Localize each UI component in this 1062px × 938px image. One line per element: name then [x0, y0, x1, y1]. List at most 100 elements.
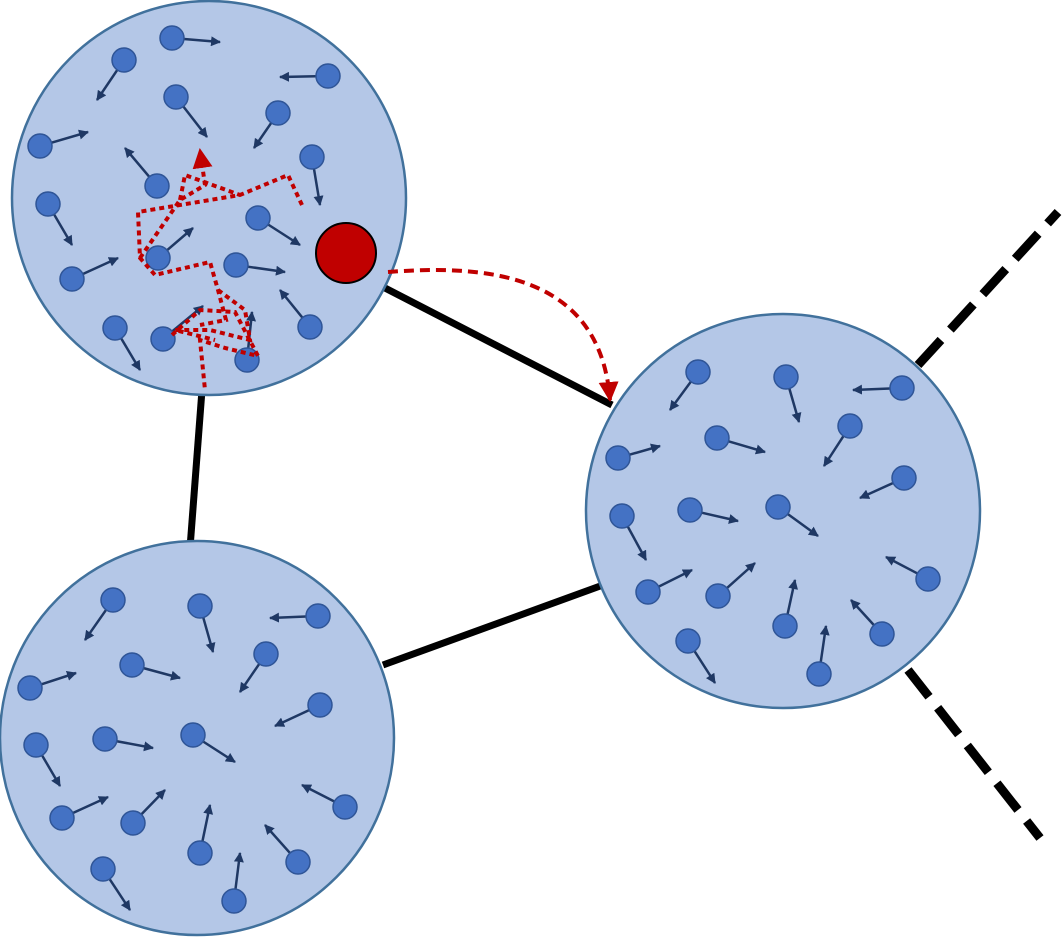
particle: [245, 205, 301, 247]
velocity-arrow-icon: [786, 513, 819, 538]
particle-icon: [159, 25, 185, 51]
velocity-arrow-icon: [885, 555, 918, 575]
particle: [92, 726, 154, 752]
velocity-arrow-icon: [301, 783, 335, 803]
particle: [238, 641, 279, 693]
particle-icon: [180, 722, 206, 748]
particle-icon: [150, 326, 176, 352]
particle: [675, 628, 717, 684]
velocity-arrow-icon: [274, 708, 310, 728]
particle-icon: [245, 205, 271, 231]
tracer-path-lower-loop: [174, 288, 253, 343]
particle: [850, 599, 895, 647]
velocity-arrow-icon: [51, 129, 89, 144]
particle: [35, 191, 74, 246]
particle: [605, 443, 661, 471]
velocity-arrow-icon: [201, 804, 214, 842]
particle-icon: [772, 613, 798, 639]
velocity-arrow-icon: [52, 213, 74, 246]
particle: [252, 100, 291, 149]
velocity-arrow-icon: [279, 289, 304, 319]
velocity-arrow-icon: [693, 650, 717, 684]
particle: [23, 732, 62, 787]
velocity-arrow-icon: [668, 380, 692, 411]
particle-icon: [223, 252, 249, 278]
velocity-arrow-icon: [247, 265, 286, 276]
particle: [119, 652, 181, 681]
edge-right-dashed-lower: [904, 667, 1044, 841]
particle-icon: [773, 364, 799, 390]
particle-icon: [59, 266, 85, 292]
particle-icon: [806, 661, 832, 687]
velocity-arrow-icon: [658, 568, 693, 588]
cluster-top-left: [10, 0, 408, 397]
particle-icon: [765, 494, 791, 520]
velocity-arrow-icon: [269, 612, 307, 623]
particle: [704, 425, 766, 455]
tracer-hop-path: [387, 268, 619, 402]
particle-icon: [23, 732, 49, 758]
particle-icon: [705, 583, 731, 609]
particle-icon: [120, 810, 146, 836]
particle: [609, 503, 648, 561]
particle: [187, 804, 214, 866]
particle: [822, 413, 863, 467]
particle-icon: [675, 628, 701, 654]
particle: [635, 568, 693, 605]
edges: [186, 208, 1062, 841]
particle-icon: [315, 63, 341, 89]
velocity-arrow-icon: [95, 69, 119, 101]
velocity-arrow-icon: [116, 739, 154, 752]
velocity-arrow-icon: [312, 168, 324, 206]
velocity-arrow-icon: [859, 481, 894, 500]
particle: [27, 129, 89, 159]
velocity-arrow-icon: [626, 525, 648, 561]
particle: [279, 63, 341, 89]
particle-icon: [297, 314, 323, 340]
velocity-arrow-icon: [701, 511, 739, 524]
particle: [187, 593, 216, 653]
particle-icon: [837, 413, 863, 439]
particle: [223, 252, 286, 278]
velocity-arrow-icon: [852, 384, 891, 395]
particles-layer: [17, 25, 941, 914]
particle-icon: [609, 503, 635, 529]
particle: [17, 671, 77, 701]
particle: [806, 625, 832, 687]
particle: [90, 856, 132, 911]
particle: [180, 722, 236, 764]
velocity-arrow-icon: [182, 105, 208, 138]
velocity-arrow-icon: [166, 227, 194, 252]
velocity-arrow-icon: [819, 625, 830, 663]
velocity-arrow-icon: [728, 440, 766, 455]
particle: [124, 147, 170, 199]
particle-icon: [299, 144, 325, 170]
particle-icon: [332, 794, 358, 820]
particle: [301, 783, 358, 820]
particle-icon: [285, 849, 311, 875]
particle-icon: [163, 84, 189, 110]
velocity-arrow-icon: [264, 824, 291, 854]
particle-icon: [869, 621, 895, 647]
particle: [95, 47, 137, 101]
velocity-arrow-icon: [140, 789, 166, 816]
tracer-path-lower: [170, 307, 262, 391]
particle: [83, 587, 126, 641]
velocity-arrow-icon: [82, 256, 119, 276]
particle: [221, 852, 247, 914]
velocity-arrow-icon: [252, 122, 273, 149]
particle: [852, 375, 915, 401]
particle: [279, 289, 323, 340]
velocity-arrow-icon: [726, 562, 756, 589]
particle-icon: [119, 652, 145, 678]
particle: [274, 692, 333, 728]
velocity-arrow-icon: [850, 599, 875, 626]
particle-icon: [100, 587, 126, 613]
edge-right-dashed-upper: [914, 208, 1062, 369]
velocity-arrow-icon: [233, 852, 244, 890]
velocity-arrow-icon: [822, 435, 845, 467]
edge-top-left-to-bottom-left: [186, 389, 206, 549]
velocity-arrow-icon: [238, 663, 261, 693]
particle-icon: [265, 100, 291, 126]
